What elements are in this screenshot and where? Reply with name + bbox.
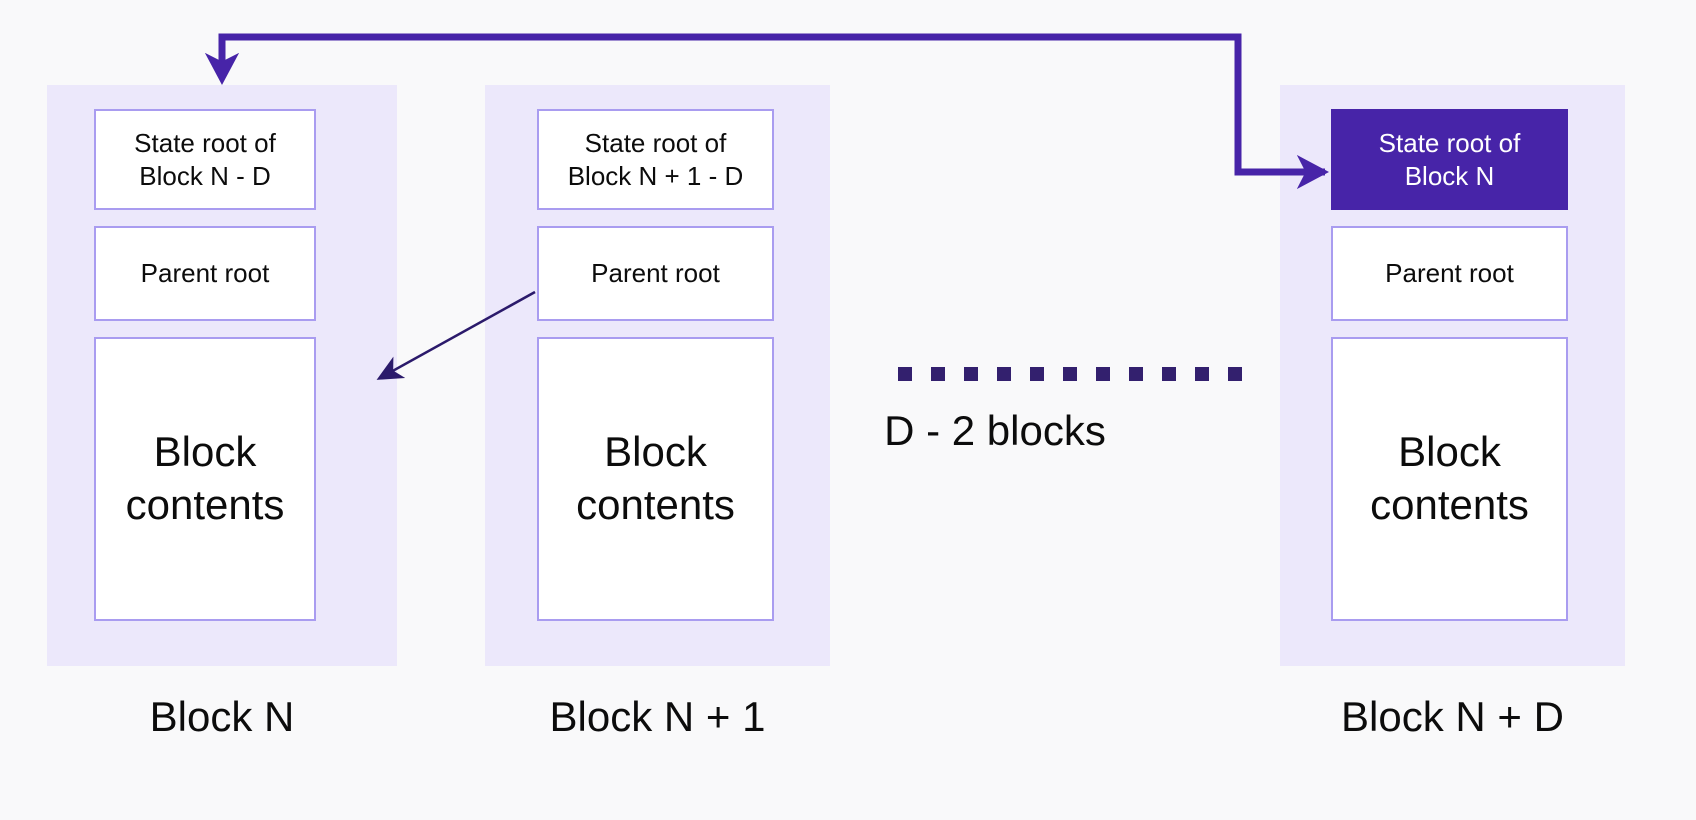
parent-root-box-3: Parent root <box>1331 226 1568 321</box>
ellipsis-dot <box>1063 367 1077 381</box>
state-root-box-1: State root of Block N - D <box>94 109 316 210</box>
ellipsis-dot <box>1195 367 1209 381</box>
block-contents-box-2: Block contents <box>537 337 774 621</box>
column-label-2: Block N + 1 <box>549 693 766 740</box>
ellipsis-dot <box>1162 367 1176 381</box>
column-label-1: Block N <box>149 693 295 740</box>
ellipsis-dot <box>1228 367 1242 381</box>
gap-label: D - 2 blocks <box>884 407 1106 454</box>
column-label-3: Block N + D <box>1341 693 1564 740</box>
parent-root-box-1: Parent root <box>94 226 316 321</box>
state-root-box-3: State root of Block N <box>1331 109 1568 210</box>
ellipsis-dot <box>1030 367 1044 381</box>
ellipsis-dots <box>898 367 1242 381</box>
state-root-box-2: State root of Block N + 1 - D <box>537 109 774 210</box>
block-contents-box-1: Block contents <box>94 337 316 621</box>
block-contents-box-3: Block contents <box>1331 337 1568 621</box>
ellipsis-dot <box>997 367 1011 381</box>
ellipsis-dot <box>898 367 912 381</box>
ellipsis-dot <box>1096 367 1110 381</box>
ellipsis-dot <box>931 367 945 381</box>
ellipsis-dot <box>1129 367 1143 381</box>
parent-root-box-2: Parent root <box>537 226 774 321</box>
ellipsis-dot <box>964 367 978 381</box>
